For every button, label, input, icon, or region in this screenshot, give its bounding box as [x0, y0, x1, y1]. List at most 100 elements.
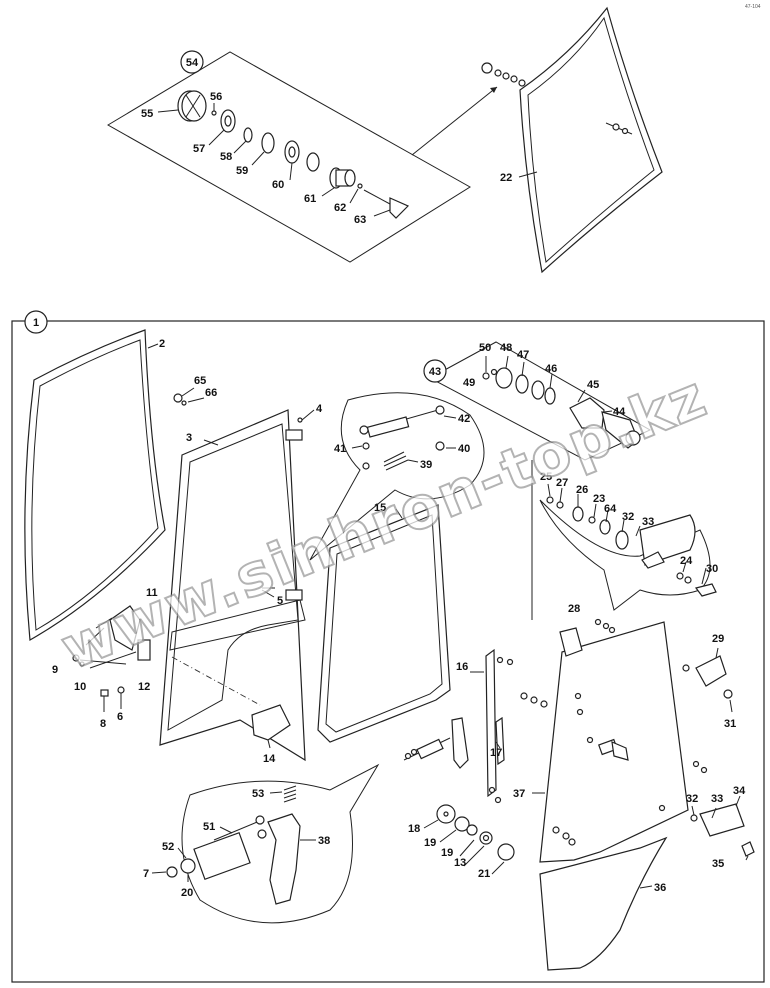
hinge-11-12	[79, 605, 151, 669]
label-14: 14	[263, 753, 276, 765]
bolt-65-66	[173, 387, 205, 406]
glass-15	[317, 504, 451, 743]
door-frame-3	[159, 409, 306, 762]
label-55: 55	[141, 108, 153, 120]
label-29: 29	[712, 633, 724, 645]
glass-2	[24, 329, 166, 641]
washer-6	[117, 686, 125, 694]
label-64: 64	[604, 503, 617, 515]
label-8: 8	[100, 718, 106, 730]
label-22: 22	[500, 172, 512, 184]
handle-detail	[151, 763, 380, 924]
assembly-54-label: 54	[186, 57, 199, 69]
label-24: 24	[680, 555, 693, 567]
washer-62	[357, 183, 363, 189]
ring-58	[243, 127, 253, 143]
ring-60b	[306, 152, 320, 172]
label-57: 57	[193, 143, 205, 155]
label-18: 18	[408, 823, 420, 835]
latch-34	[690, 795, 755, 861]
handle-mechanism	[403, 717, 469, 769]
label-63: 63	[354, 214, 366, 226]
lock-detail	[539, 483, 717, 611]
label-33-bottom: 33	[711, 793, 723, 805]
label-47: 47	[517, 349, 529, 361]
label-28: 28	[568, 603, 580, 615]
nut-9	[72, 654, 80, 662]
label-60: 60	[272, 179, 284, 191]
hub-61	[329, 167, 356, 189]
assembly-43-label: 43	[429, 366, 441, 378]
label-34: 34	[733, 785, 746, 797]
label-16: 16	[456, 661, 468, 673]
door-panel-37	[539, 621, 689, 863]
gas-strut-detail	[309, 392, 485, 561]
panel-fasteners	[404, 460, 708, 846]
washer-50	[490, 368, 498, 376]
bolt-8	[100, 689, 109, 712]
lock-44-45	[569, 397, 641, 449]
label-38: 38	[318, 835, 330, 847]
label-65: 65	[194, 375, 206, 387]
label-44: 44	[613, 406, 626, 418]
label-19a: 19	[424, 837, 436, 849]
label-52: 52	[162, 841, 174, 853]
label-33-top: 33	[642, 516, 654, 528]
label-31: 31	[724, 718, 736, 730]
label-40: 40	[458, 443, 470, 455]
label-9: 9	[52, 664, 58, 676]
label-42: 42	[458, 413, 470, 425]
assembly-1-badge	[24, 310, 48, 334]
washer-59	[261, 132, 275, 154]
label-2: 2	[159, 338, 165, 350]
label-10: 10	[74, 681, 86, 693]
label-56: 56	[210, 91, 222, 103]
assembly-1-frame	[11, 320, 765, 983]
corner-code: 47-104	[745, 4, 761, 10]
rail-16	[470, 648, 505, 798]
glass-22	[481, 6, 663, 274]
label-30: 30	[706, 563, 718, 575]
label-23: 23	[593, 493, 605, 505]
label-32-top: 32	[622, 511, 634, 523]
assembly-54-badge	[180, 50, 204, 74]
label-66: 66	[205, 387, 217, 399]
ring-47b	[531, 380, 545, 400]
ring-47	[515, 374, 529, 394]
washer-49	[482, 372, 490, 380]
label-49: 49	[463, 377, 475, 389]
label-58: 58	[220, 151, 232, 163]
washer-10	[79, 661, 85, 667]
latch-29	[682, 647, 733, 713]
label-59: 59	[236, 165, 248, 177]
assembly-43-badge	[423, 359, 447, 383]
label-25: 25	[540, 471, 552, 483]
panel-36	[539, 836, 668, 971]
label-45: 45	[587, 379, 599, 391]
label-37: 37	[513, 788, 525, 800]
washer-19b	[466, 824, 478, 836]
handle-14	[251, 704, 291, 749]
knob-21	[497, 843, 515, 861]
label-3: 3	[186, 432, 192, 444]
label-32-bottom: 32	[686, 793, 698, 805]
label-20: 20	[181, 887, 193, 899]
label-41: 41	[334, 443, 346, 455]
glass-22-fitting	[481, 62, 526, 87]
label-50: 50	[479, 342, 491, 354]
assembly-54-panel: 54	[107, 50, 498, 263]
cover-28	[559, 627, 583, 657]
label-62: 62	[334, 202, 346, 214]
label-19b: 19	[441, 847, 453, 859]
knob-55	[177, 90, 207, 122]
plate-48	[495, 367, 513, 389]
assembly-1-label: 1	[33, 317, 39, 329]
washer-19a	[454, 816, 470, 832]
label-17: 17	[490, 747, 502, 759]
label-35: 35	[712, 858, 724, 870]
label-11: 11	[146, 587, 158, 599]
label-5: 5	[277, 595, 283, 607]
label-7: 7	[143, 868, 149, 880]
latch-assembly-43: 43	[423, 341, 652, 461]
